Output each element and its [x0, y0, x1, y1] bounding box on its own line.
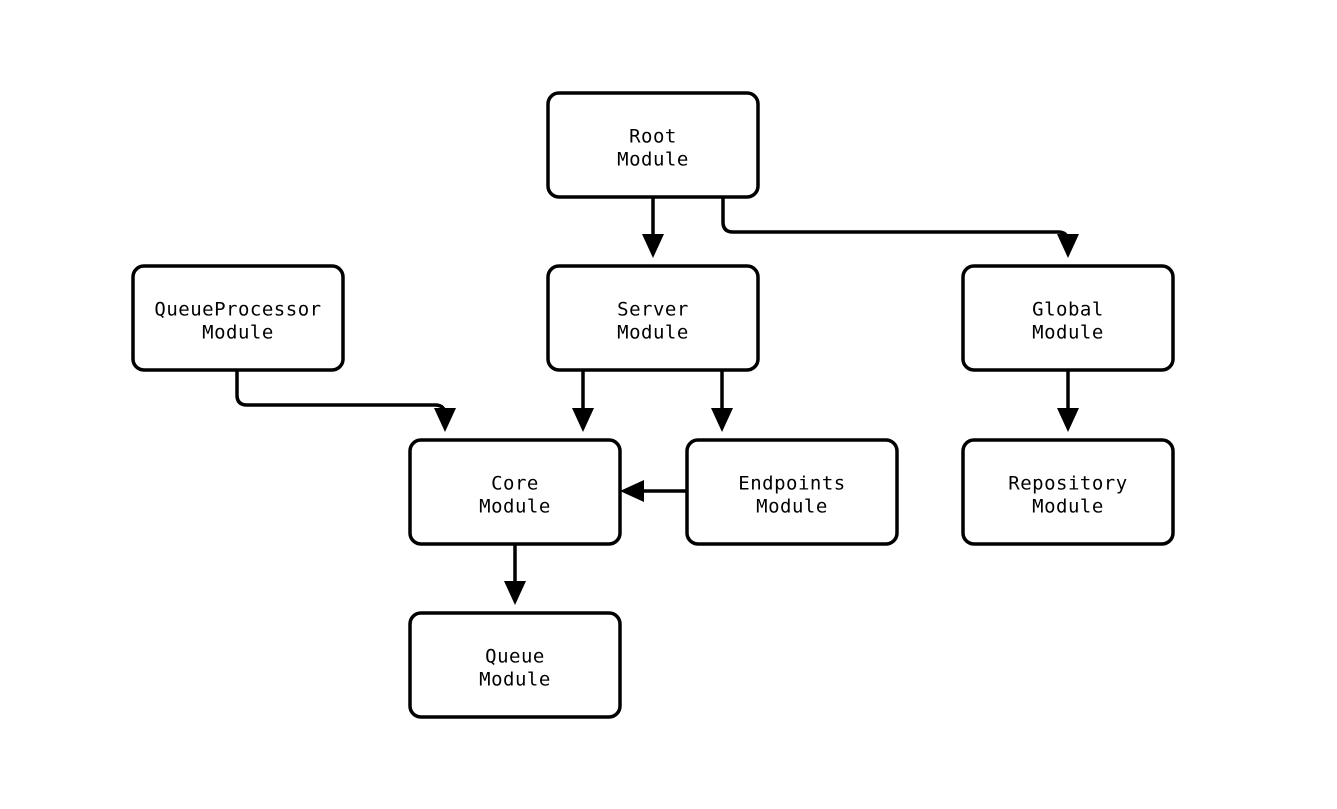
arrow-head-icon — [1057, 234, 1079, 258]
arrow-head-icon — [620, 480, 644, 502]
node-label-line1: QueueProcessor — [154, 299, 321, 321]
node-label-line1: Endpoints — [738, 473, 845, 495]
node-label-line2: Module — [202, 322, 274, 344]
node-box[interactable] — [961, 264, 1175, 372]
node-layer: Root Module QueueProcessor Module Server… — [131, 91, 1175, 719]
edge-root-to-server — [642, 197, 664, 258]
arrow-head-icon — [434, 408, 456, 432]
node-global-module[interactable]: Global Module — [961, 264, 1175, 372]
node-label-line2: Module — [756, 496, 828, 518]
node-root-module[interactable]: Root Module — [546, 91, 760, 199]
node-queue-module[interactable]: Queue Module — [408, 611, 622, 719]
node-box[interactable] — [408, 611, 622, 719]
node-label-line1: Root — [629, 126, 677, 148]
arrow-head-icon — [504, 581, 526, 605]
node-label-line2: Module — [479, 496, 551, 518]
node-box[interactable] — [408, 438, 622, 546]
arrow-head-icon — [642, 234, 664, 258]
node-label-line1: Core — [491, 473, 539, 495]
node-repository-module[interactable]: Repository Module — [961, 438, 1175, 546]
node-label-line2: Module — [1032, 322, 1104, 344]
arrow-head-icon — [711, 408, 733, 432]
node-label-line2: Module — [617, 149, 689, 171]
arrow-head-icon — [572, 408, 594, 432]
node-label-line1: Global — [1032, 299, 1104, 321]
edge-endpoints-to-core — [620, 480, 687, 502]
node-box[interactable] — [961, 438, 1175, 546]
edge-root-to-global — [721, 197, 1079, 258]
edge-line — [235, 370, 447, 417]
node-box[interactable] — [546, 264, 760, 372]
node-server-module[interactable]: Server Module — [546, 264, 760, 372]
edge-server-to-endpoints — [711, 370, 733, 432]
node-box[interactable] — [546, 91, 760, 199]
node-endpoints-module[interactable]: Endpoints Module — [685, 438, 899, 546]
node-queueprocessor-module[interactable]: QueueProcessor Module — [131, 264, 345, 372]
edge-global-to-repository — [1057, 370, 1079, 432]
node-label-line1: Repository — [1008, 473, 1127, 495]
edge-line — [721, 197, 1070, 243]
node-box[interactable] — [131, 264, 345, 372]
edge-queueprocessor-to-core — [235, 370, 456, 432]
node-box[interactable] — [685, 438, 899, 546]
arrow-head-icon — [1057, 408, 1079, 432]
node-label-line1: Queue — [485, 646, 545, 668]
edge-server-to-core — [572, 370, 594, 432]
edge-core-to-queue — [504, 544, 526, 605]
node-label-line2: Module — [1032, 496, 1104, 518]
edge-layer — [235, 197, 1079, 605]
node-core-module[interactable]: Core Module — [408, 438, 622, 546]
node-label-line1: Server — [617, 299, 689, 321]
node-label-line2: Module — [617, 322, 689, 344]
node-label-line2: Module — [479, 669, 551, 691]
